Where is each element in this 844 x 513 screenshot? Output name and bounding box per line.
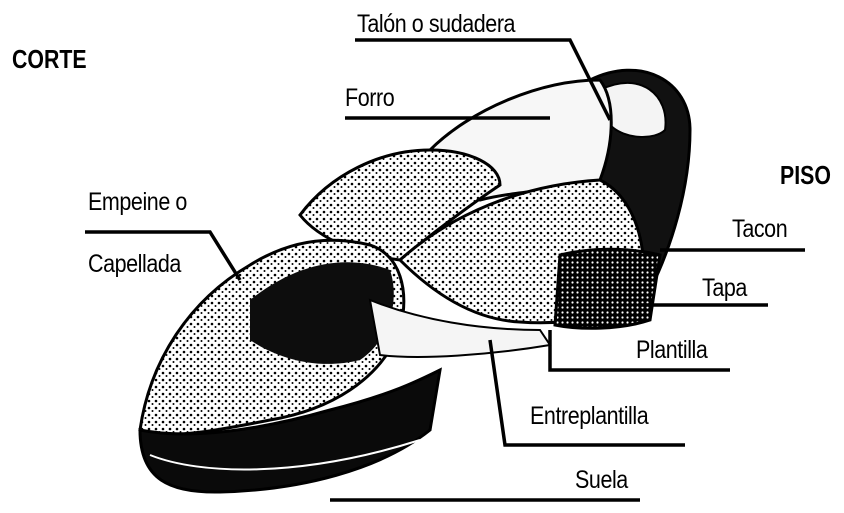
label-insole: Plantilla	[636, 338, 707, 363]
label-heel: Tacon	[732, 217, 787, 242]
heel-block-shape	[555, 249, 660, 328]
label-lining: Forro	[345, 86, 394, 111]
label-top-lift: Tapa	[702, 276, 747, 301]
label-vamp-line1: Empeine o	[88, 190, 187, 215]
label-heel-counter: Talón o sudadera	[357, 12, 515, 37]
section-upper-title: CORTE	[12, 46, 87, 72]
section-bottom-title: PISO	[780, 162, 831, 188]
label-outsole: Suela	[575, 468, 628, 493]
label-midsole: Entreplantilla	[530, 404, 648, 429]
label-vamp-line2: Capellada	[88, 252, 181, 277]
